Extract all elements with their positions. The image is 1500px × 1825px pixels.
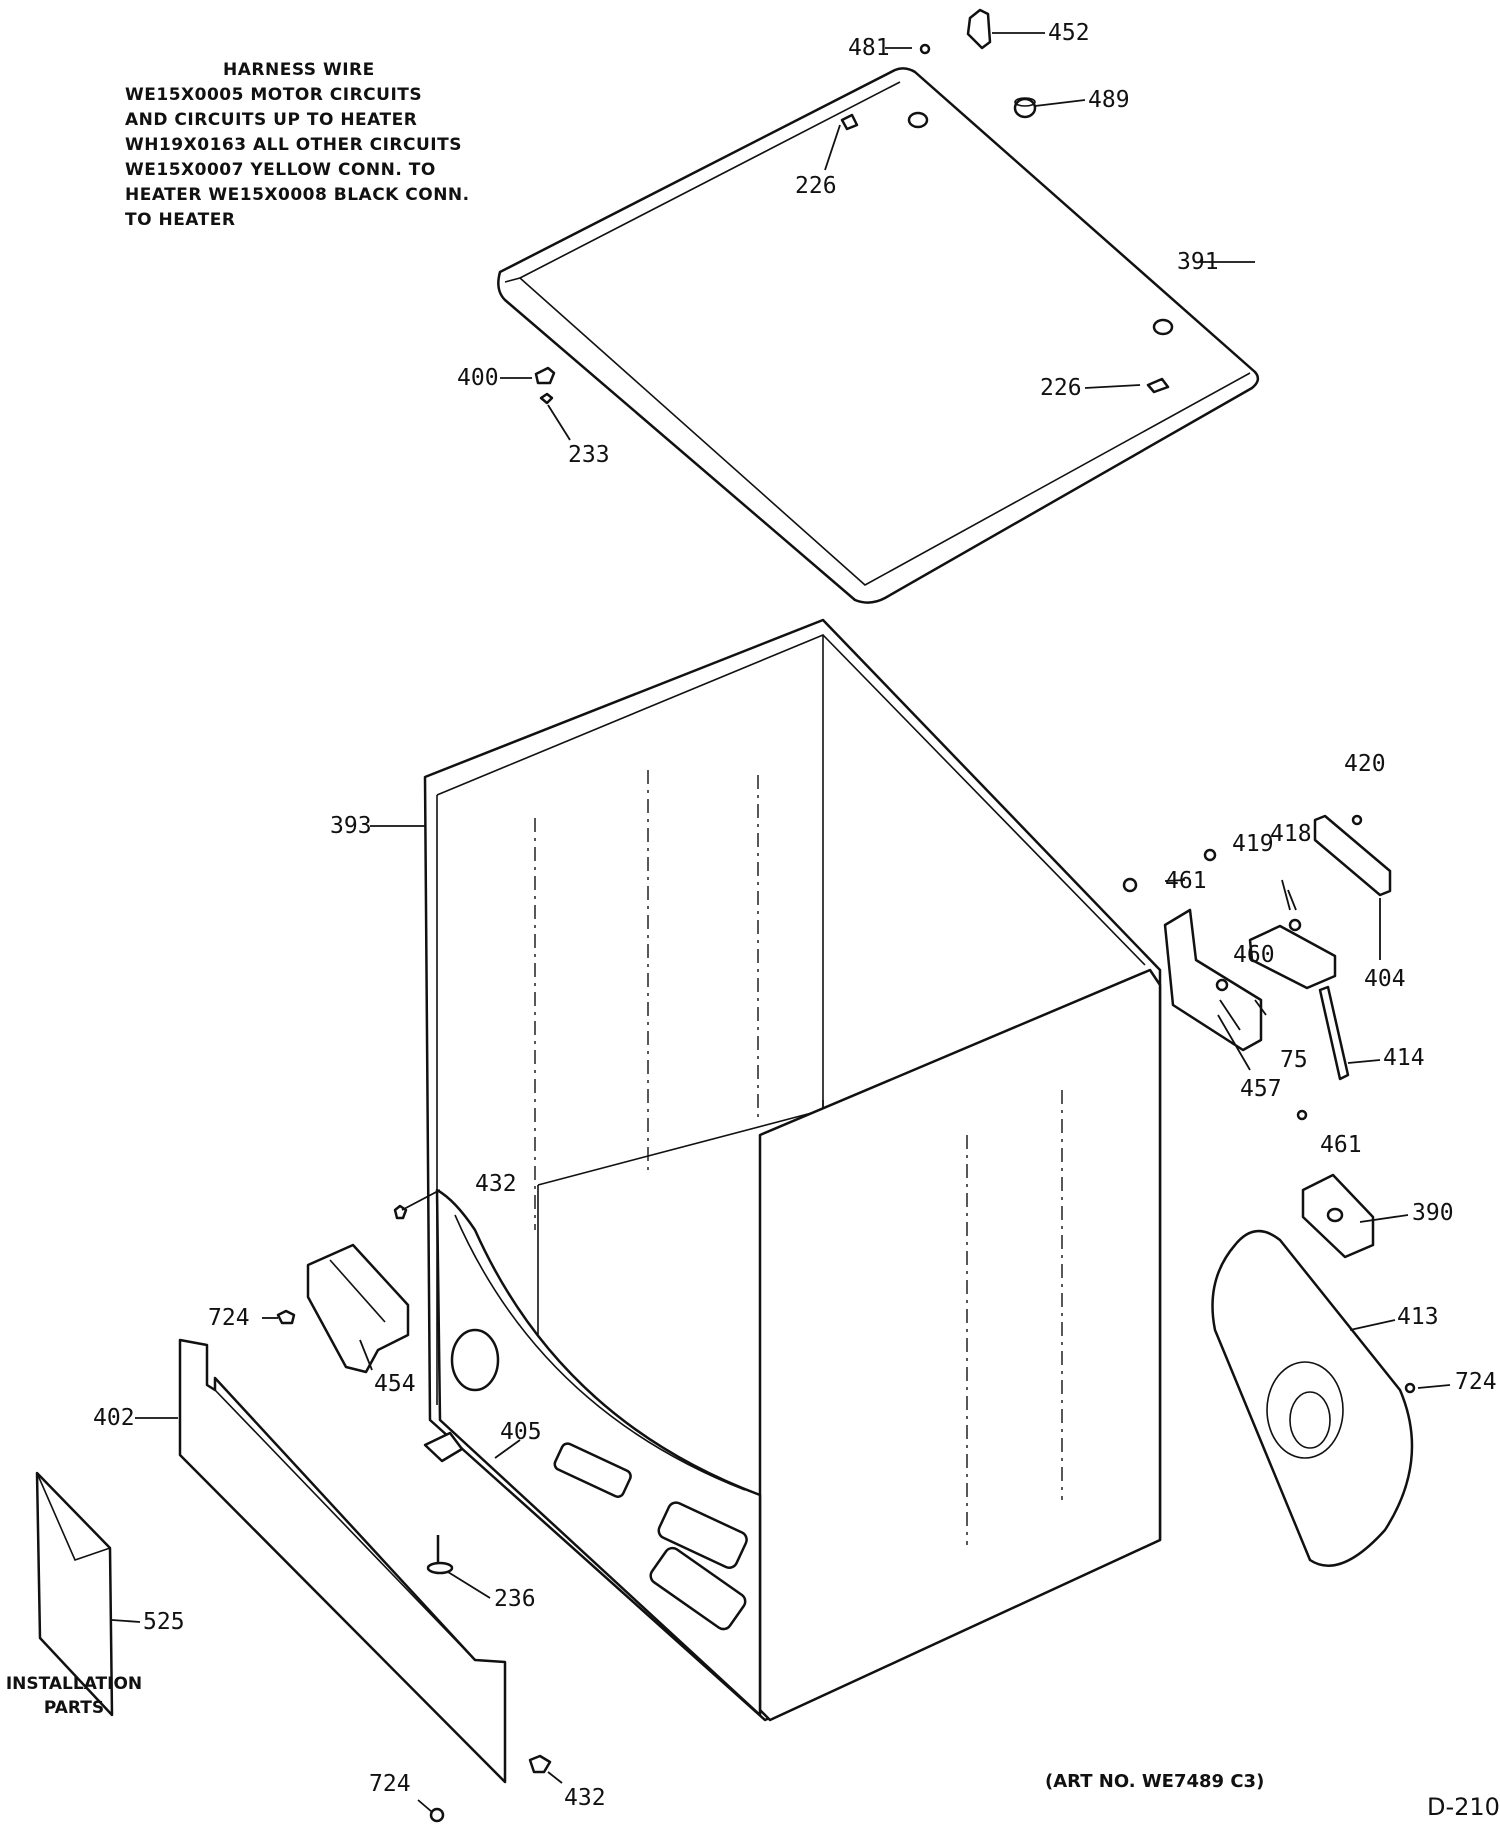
callout-481: 481 <box>848 35 890 61</box>
callout-236: 236 <box>494 1586 536 1612</box>
leader-lines <box>111 32 1451 1813</box>
left-parts <box>35 1204 552 1823</box>
callout-414: 414 <box>1383 1045 1425 1071</box>
cabinet-393 <box>423 618 1162 1722</box>
callout-400: 400 <box>457 365 499 391</box>
callout-724-right: 724 <box>1455 1369 1497 1395</box>
art-number: (ART NO. WE7489 C3) <box>1045 1771 1265 1792</box>
callout-404: 404 <box>1364 966 1406 992</box>
harness-note-line: WE15X0007 YELLOW CONN. TO <box>125 160 436 180</box>
callout-402: 402 <box>93 1405 135 1431</box>
harness-note-line: WE15X0005 MOTOR CIRCUITS <box>125 85 423 105</box>
callout-413: 413 <box>1397 1304 1439 1330</box>
callout-391: 391 <box>1177 249 1219 275</box>
callout-457: 457 <box>1240 1076 1282 1102</box>
top-panel-391 <box>497 67 1260 604</box>
callout-233: 233 <box>568 442 610 468</box>
callout-419: 419 <box>1232 831 1274 857</box>
harness-note-line: TO HEATER <box>125 210 236 230</box>
callout-432-lower: 432 <box>564 1785 606 1811</box>
callout-393: 393 <box>330 813 372 839</box>
callout-418: 418 <box>1270 821 1312 847</box>
installation-caption-line1: INSTALLATION <box>5 1674 143 1694</box>
control-bracket-parts <box>1122 814 1392 1259</box>
callout-390: 390 <box>1412 1200 1454 1226</box>
callout-405: 405 <box>500 1419 542 1445</box>
callout-460: 460 <box>1233 942 1275 968</box>
installation-parts-caption: INSTALLATION PARTS <box>0 1672 148 1720</box>
callout-461-lower: 461 <box>1320 1132 1362 1158</box>
harness-note-line: HEATER WE15X0008 BLACK CONN. <box>125 185 470 205</box>
callout-724-bottom: 724 <box>369 1771 411 1797</box>
harness-wire-note: HARNESS WIRE WE15X0005 MOTOR CIRCUITS AN… <box>125 58 485 233</box>
callout-525: 525 <box>143 1609 185 1635</box>
harness-note-title: HARNESS WIRE <box>223 60 375 80</box>
callout-454: 454 <box>374 1371 416 1397</box>
callout-420: 420 <box>1344 751 1386 777</box>
harness-note-line: AND CIRCUITS UP TO HEATER <box>125 110 418 130</box>
callout-461-upper: 461 <box>1165 868 1207 894</box>
callout-432-upper: 432 <box>475 1171 517 1197</box>
top-hardware <box>534 8 1037 405</box>
harness-note-line: WH19X0163 ALL OTHER CIRCUITS <box>125 135 462 155</box>
callout-724-left: 724 <box>208 1305 250 1331</box>
callout-489: 489 <box>1088 87 1130 113</box>
page-code: D-210 <box>1427 1793 1500 1821</box>
callout-452: 452 <box>1048 20 1090 46</box>
callout-75: 75 <box>1280 1047 1308 1073</box>
callout-226-top: 226 <box>795 173 837 199</box>
callout-226-right: 226 <box>1040 375 1082 401</box>
installation-caption-line2: PARTS <box>43 1698 105 1718</box>
rear-panel-413 <box>1211 1230 1416 1567</box>
